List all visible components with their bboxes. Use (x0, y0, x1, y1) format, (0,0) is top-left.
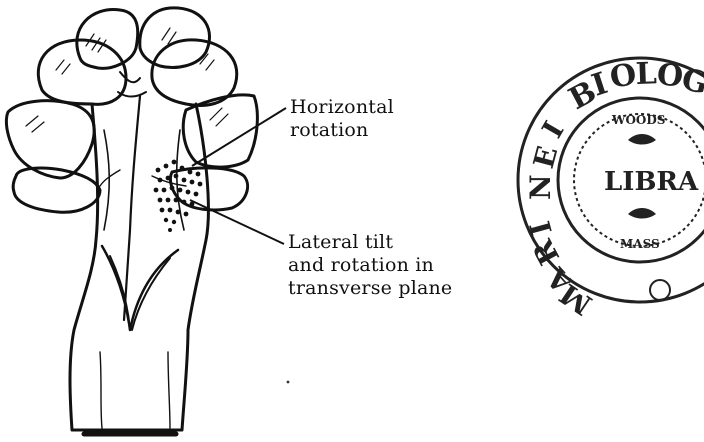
inferior-colliculus-left (38, 40, 126, 104)
library-stamp: B I O L O G I E N I R A M LIBRA WOODS MA… (518, 56, 704, 321)
peduncle-right (183, 95, 257, 167)
middle-peduncle-left (13, 168, 100, 212)
leader-lines (190, 108, 286, 244)
svg-text:N: N (524, 174, 557, 200)
label-horizontal-line-2: rotation (290, 119, 394, 142)
superior-colliculus-right (140, 8, 210, 68)
label-horizontal-rotation: Horizontal rotation (290, 96, 394, 142)
label-lateral-tilt: Lateral tilt and rotation in transverse … (288, 231, 452, 300)
peduncle-left (6, 101, 94, 178)
svg-text:E: E (527, 143, 564, 172)
label-lateral-line-3: transverse plane (288, 277, 452, 300)
label-lateral-line-2: and rotation in (288, 254, 452, 277)
svg-text:WOODS: WOODS (611, 113, 665, 127)
svg-text:LIBRA: LIBRA (604, 167, 699, 197)
svg-text:I: I (535, 116, 570, 144)
svg-text:MASS: MASS (620, 237, 660, 251)
speck (287, 381, 290, 384)
leader-horizontal (192, 108, 286, 166)
label-horizontal-line-1: Horizontal (290, 96, 394, 119)
svg-text:L: L (635, 56, 657, 92)
label-lateral-line-1: Lateral tilt (288, 231, 452, 254)
brainstem-drawing (6, 8, 257, 434)
median-sulcus (124, 96, 140, 320)
inferior-colliculus-right (152, 40, 237, 106)
